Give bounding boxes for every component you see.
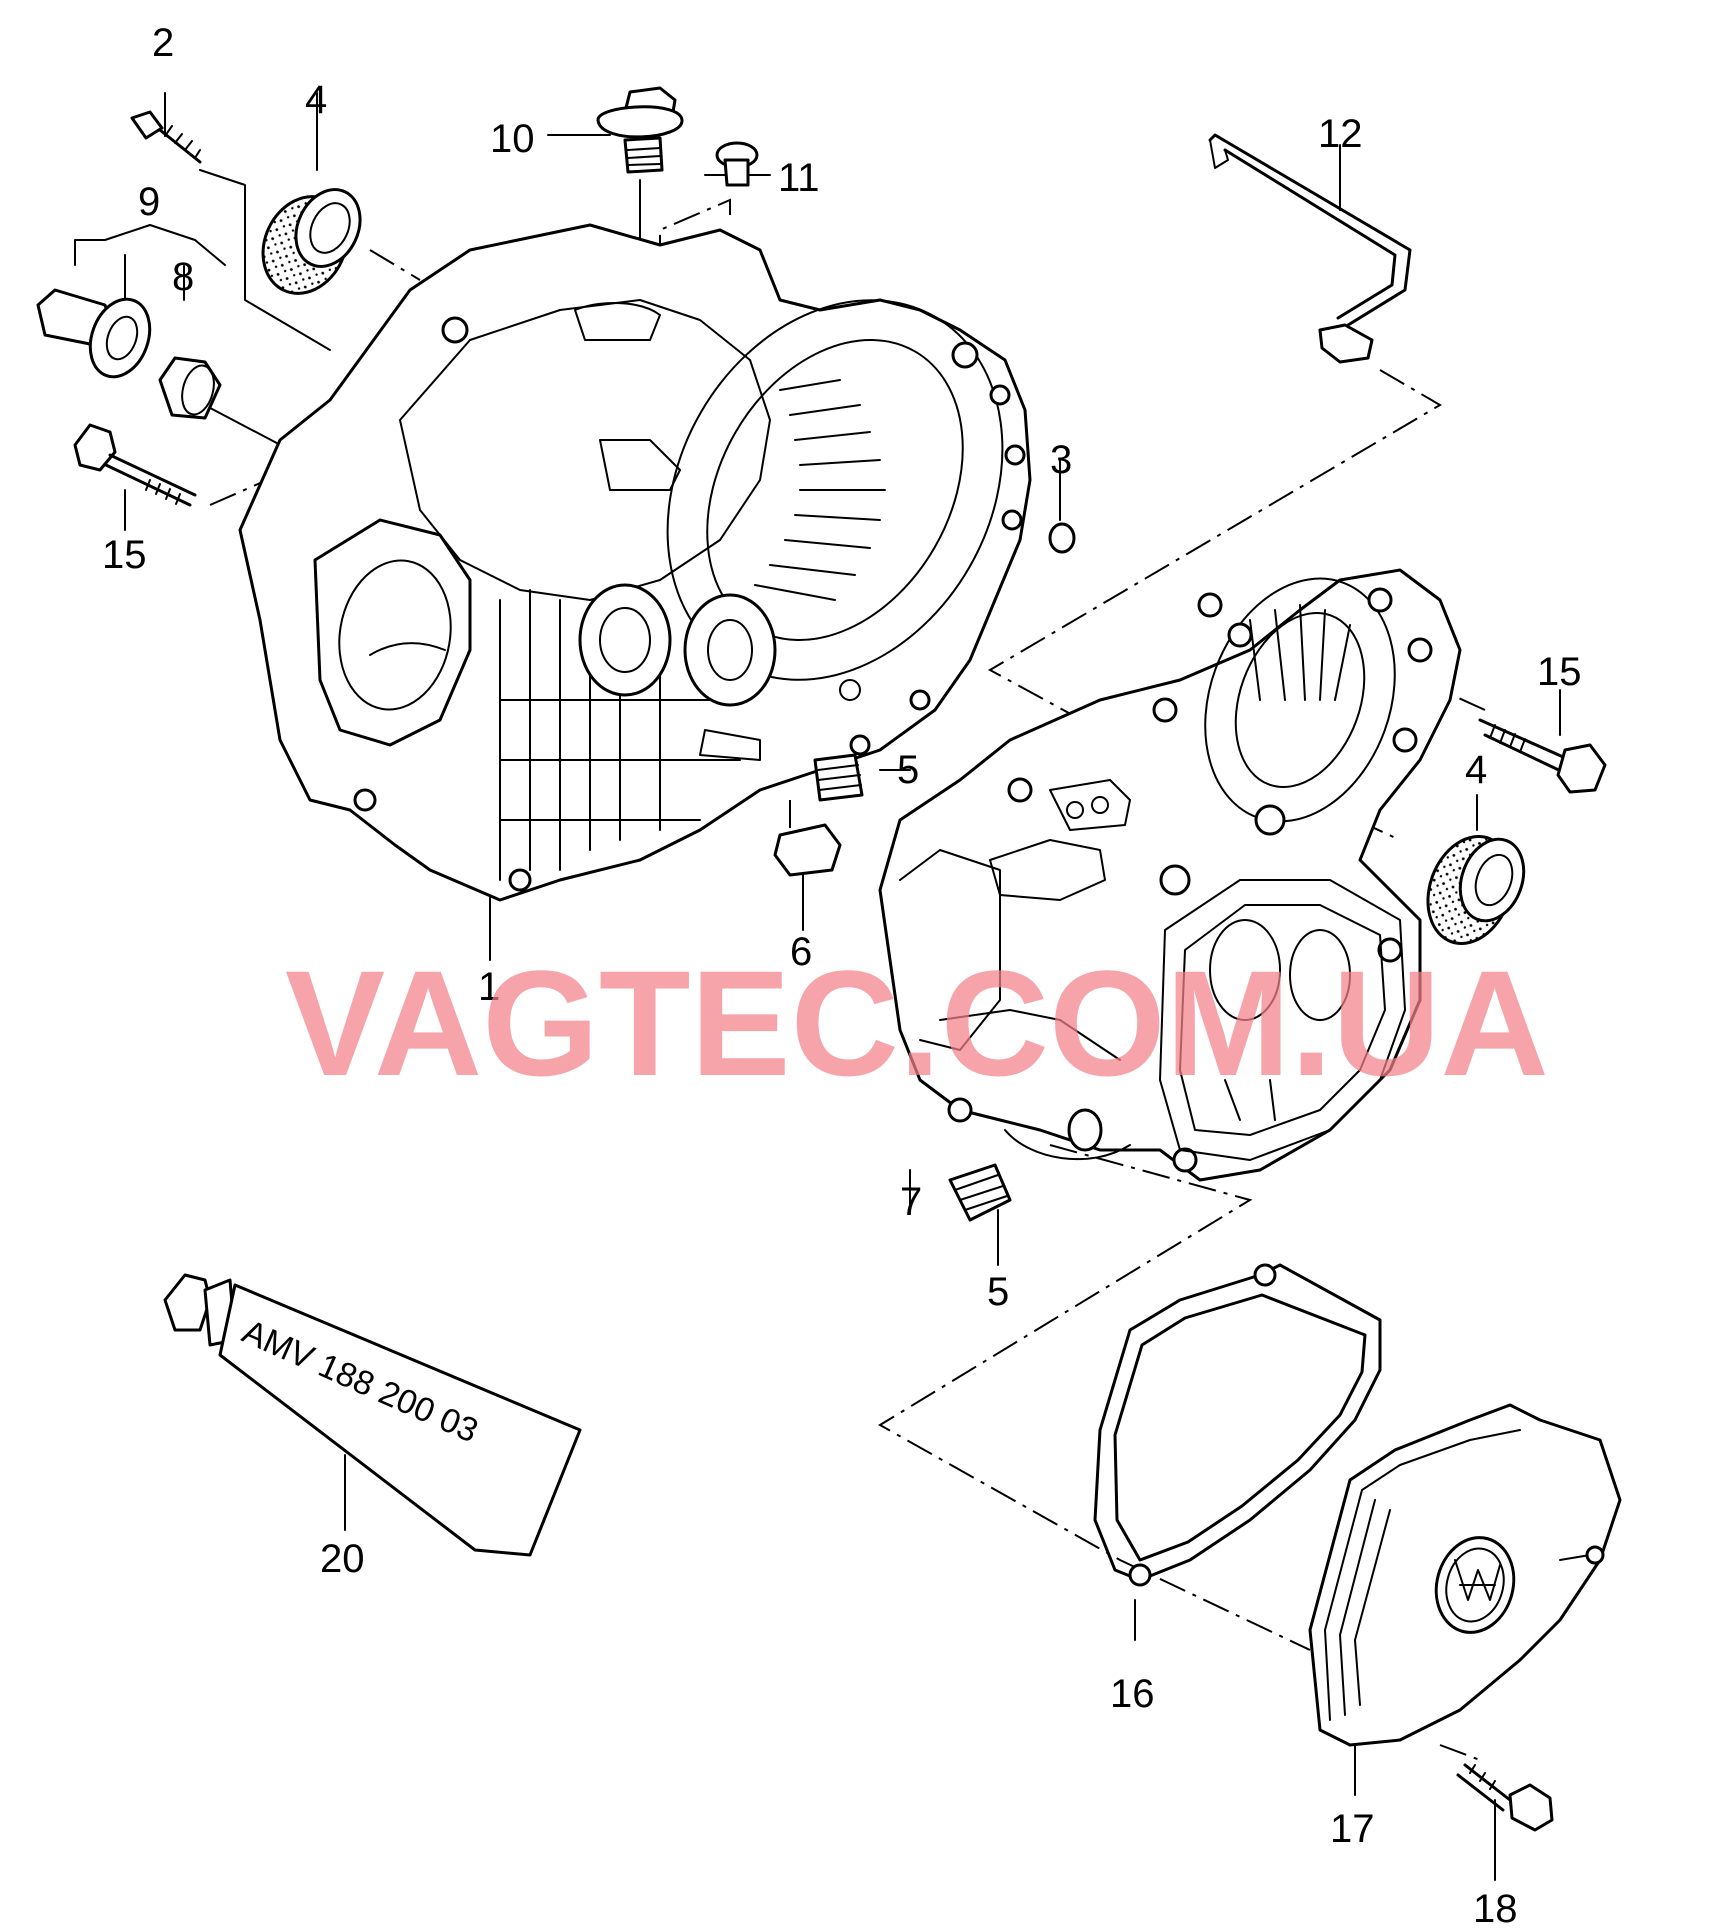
callout-4-right: 4 (1465, 748, 1487, 792)
callout-labels: 1 2 3 4 4 5 5 6 7 8 9 10 11 12 15 15 16 … (102, 21, 1582, 1931)
callout-15-left: 15 (102, 533, 147, 577)
callout-6: 6 (790, 930, 812, 974)
callout-9: 9 (138, 180, 160, 224)
spring-part-5-top (813, 753, 864, 802)
plug-part-11 (715, 141, 759, 187)
callout-15-right: 15 (1537, 650, 1582, 694)
bearing-part-8 (158, 356, 222, 420)
callout-3: 3 (1050, 438, 1072, 482)
callout-20: 20 (320, 1537, 365, 1581)
callout-7: 7 (900, 1180, 922, 1224)
cover-part-17 (1308, 1403, 1622, 1747)
gearbox-housing-part-1 (238, 223, 1032, 902)
bolt-part-15-left (73, 423, 197, 507)
callout-2: 2 (152, 21, 174, 65)
callout-5-top: 5 (897, 748, 919, 792)
gearbox-housing-part-7 (878, 568, 1462, 1182)
callout-5-bottom: 5 (987, 1270, 1009, 1314)
sleeve-part-9 (36, 288, 152, 379)
callout-10: 10 (490, 117, 535, 161)
sleeve-part-3 (1048, 522, 1076, 554)
bolt-part-2 (130, 110, 202, 164)
callout-1: 1 (478, 965, 500, 1009)
watermark-text: VAGTEC.COM.UA (285, 939, 1549, 1107)
callout-17: 17 (1330, 1807, 1375, 1851)
sealant-tube-part-20: AMV 188 200 03 (163, 1273, 582, 1557)
bolt-part-18 (1456, 1763, 1554, 1832)
callout-11: 11 (778, 156, 820, 200)
bracket-part-12 (1208, 133, 1412, 364)
seal-ring-part-4-right (1426, 835, 1526, 945)
callout-4-top: 4 (305, 78, 327, 122)
filler-plug-part-10 (596, 86, 684, 174)
gasket-part-16 (1093, 1263, 1382, 1587)
block-part-6 (773, 823, 842, 877)
callout-16: 16 (1110, 1672, 1155, 1716)
callout-18: 18 (1473, 1887, 1518, 1931)
bolt-part-15-right (1478, 718, 1607, 794)
callout-8: 8 (172, 255, 194, 299)
callout-12: 12 (1318, 112, 1363, 156)
spring-part-5-bottom (948, 1163, 1012, 1222)
seal-ring-part-4-top (261, 188, 362, 295)
